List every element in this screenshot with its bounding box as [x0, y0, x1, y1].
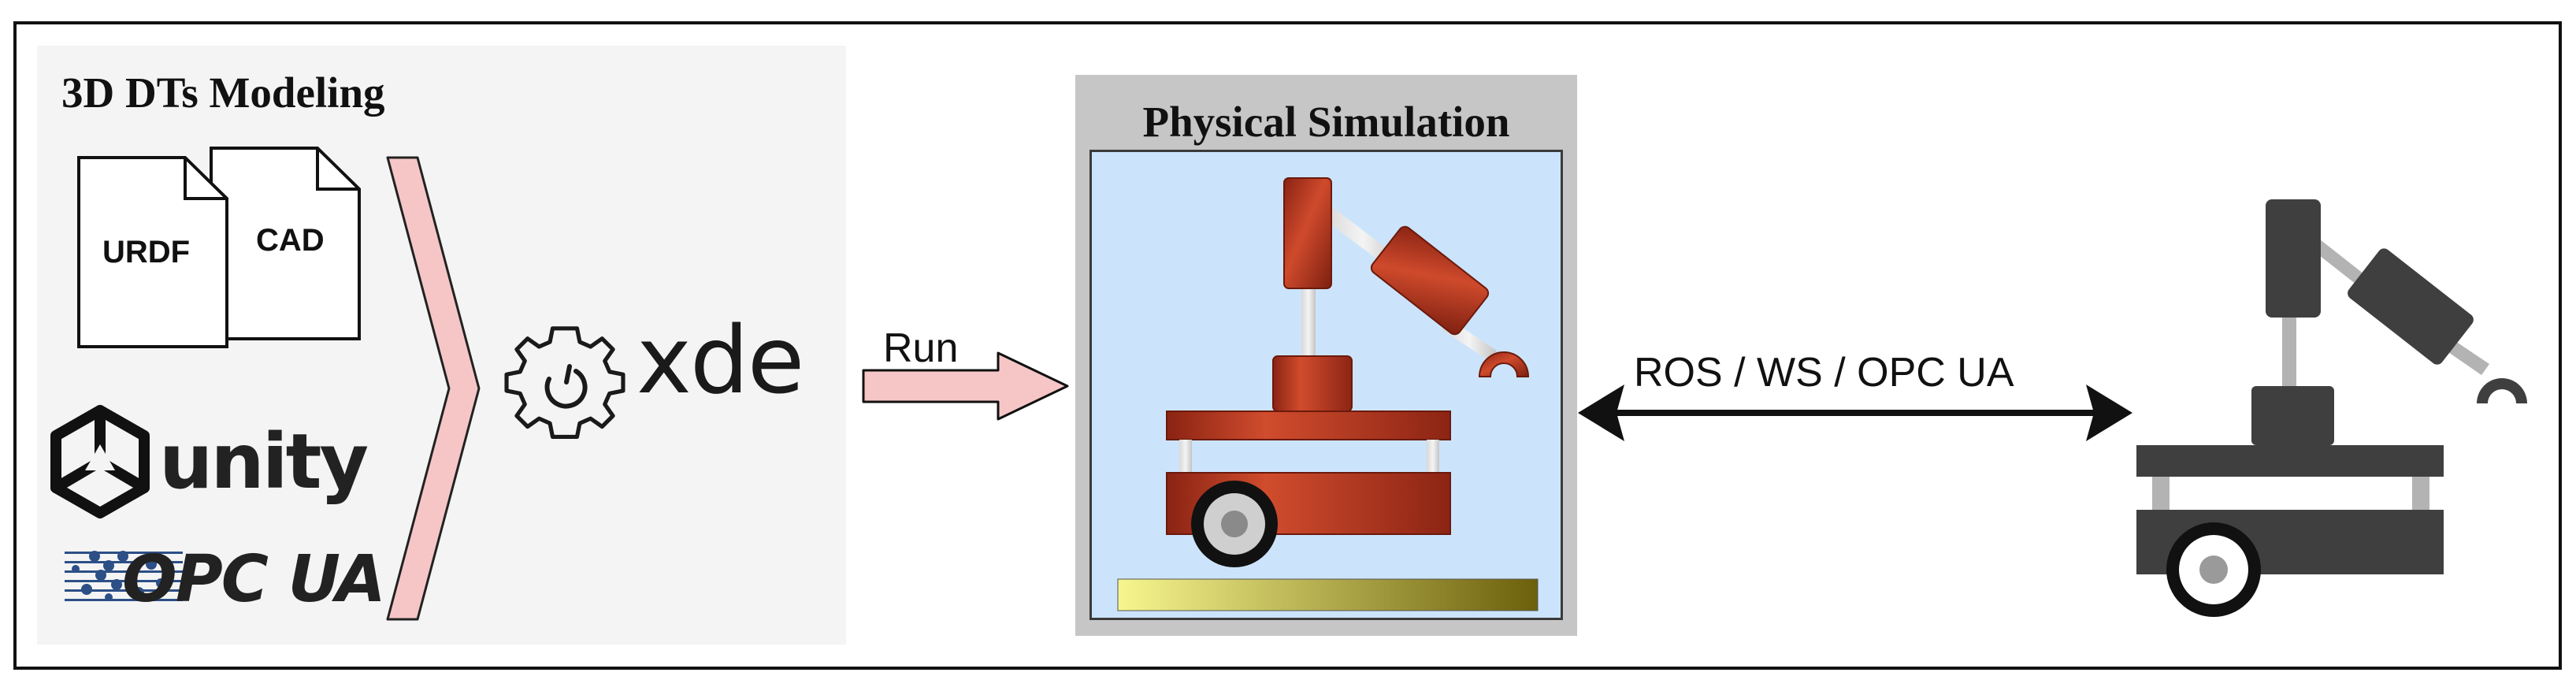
simulation-title: Physical Simulation — [1142, 98, 1510, 146]
diagram-frame — [13, 21, 2562, 670]
communication-label: ROS / WS / OPC UA — [1634, 350, 2014, 396]
physical-robot-icon — [2136, 199, 2527, 617]
unity-icon — [50, 405, 150, 518]
run-label: Run — [883, 325, 959, 371]
urdf-label: URDF — [102, 235, 191, 269]
cad-label: CAD — [256, 223, 325, 258]
urdf-file-icon — [77, 156, 228, 348]
communication-arrow-icon — [1578, 385, 2132, 441]
opcua-icon — [65, 551, 183, 601]
gear-icon — [504, 326, 625, 439]
simulated-robot-icon — [1117, 177, 1539, 611]
modeling-title: 3D DTs Modeling — [61, 69, 385, 117]
opcua-logo-text: OPC UA — [122, 542, 386, 617]
unity-logo-text: unity — [159, 418, 369, 506]
chevron-icon — [386, 156, 481, 621]
floor-bar — [1117, 578, 1539, 611]
xde-logo-text: xde — [637, 306, 804, 414]
run-arrow-icon — [862, 351, 1069, 421]
